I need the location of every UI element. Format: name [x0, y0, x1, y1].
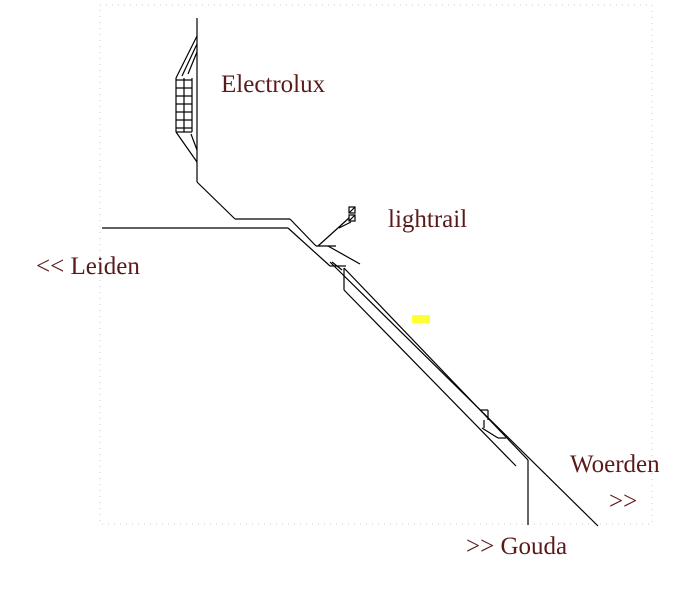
- electrolux-siding-join: [289, 218, 317, 247]
- leiden-mainline-bend: [287, 227, 331, 267]
- lightrail-stop-marker-2-diag: [348, 214, 356, 222]
- yellow-position-marker: [412, 315, 430, 323]
- junction-line-3: [331, 261, 343, 271]
- electrolux-loading-grid: [176, 78, 193, 133]
- woerden-end-diagonal-1: [481, 427, 499, 439]
- label-lightrail: lightrail: [388, 206, 468, 233]
- label-electrolux: Electrolux: [221, 71, 326, 98]
- dotted-frame: [99, 4, 653, 525]
- track-lines: [102, 18, 599, 527]
- electrolux-loading-track-3: [187, 51, 198, 75]
- electrolux-siding-bend: [196, 181, 236, 220]
- main-diagonal-track-2: [343, 267, 529, 461]
- electrolux-loading-track-1: [175, 35, 198, 79]
- lightrail-stop-marker-1: [348, 206, 356, 214]
- lightrail-spur-3: [338, 221, 352, 229]
- electrolux-loading-track-5: [175, 131, 198, 163]
- label-woerden: Woerden: [570, 451, 660, 478]
- label-woerden-arrow: >>: [609, 488, 638, 515]
- lightrail-stop-marker-2: [348, 214, 356, 222]
- lightrail-spur-2: [327, 245, 361, 265]
- main-diagonal-track-3: [343, 289, 517, 467]
- label-leiden: << Leiden: [36, 253, 140, 280]
- lightrail-spur-1: [317, 217, 350, 247]
- label-gouda: >> Gouda: [466, 533, 568, 560]
- electrolux-loading-track-2: [181, 43, 198, 77]
- lightrail-stop-marker-1-diag: [348, 206, 356, 214]
- electrolux-loading-track-6: [190, 133, 198, 151]
